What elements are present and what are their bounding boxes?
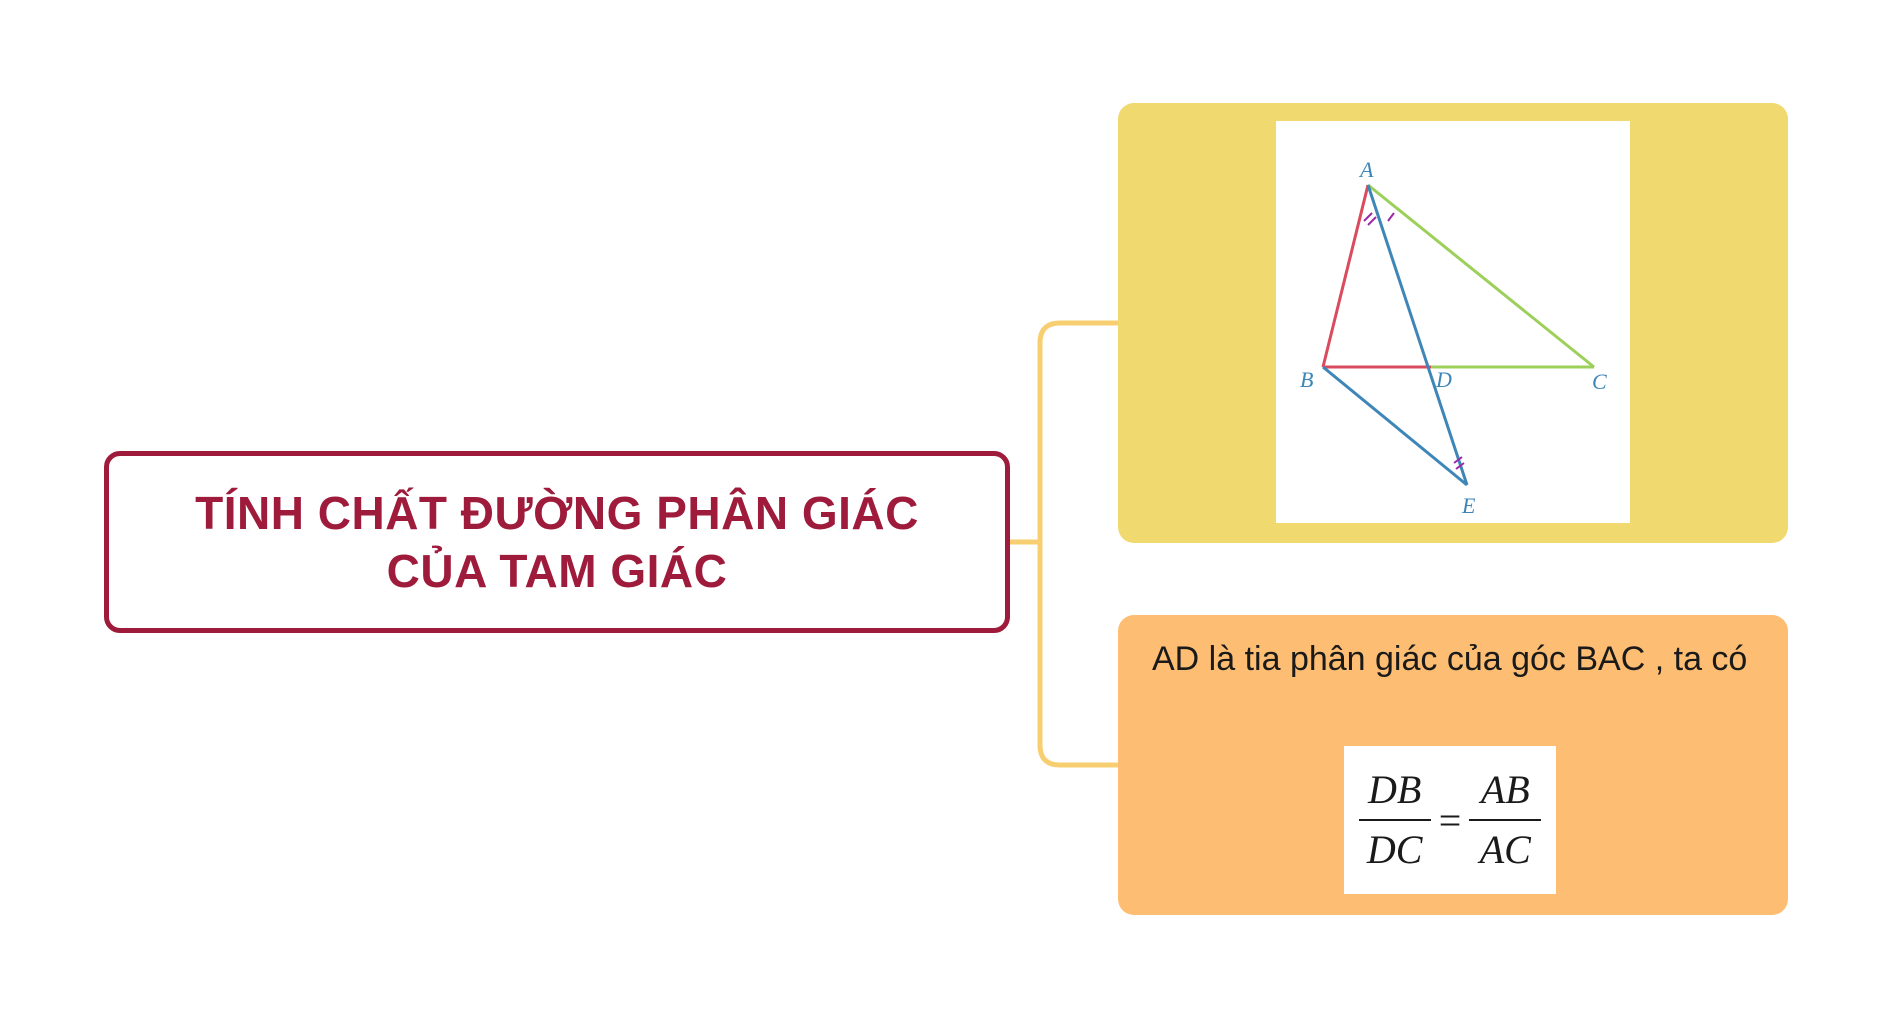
label-c: C (1592, 369, 1607, 394)
segment-ac (1367, 183, 1595, 369)
connector-to-figure (1037, 320, 1118, 542)
fraction-ab-ac: AB AC (1469, 767, 1542, 873)
triangle-figure: A B D C E (1276, 121, 1630, 523)
segment-ab (1321, 184, 1370, 368)
label-d: D (1435, 367, 1452, 392)
formula-card[interactable]: AD là tia phân giác của góc BAC , ta có … (1118, 615, 1788, 915)
fraction-bar-right (1469, 819, 1542, 821)
formula-statement: AD là tia phân giác của góc BAC , ta có (1152, 640, 1748, 678)
equals-sign: = (1438, 797, 1462, 843)
denominator-ac: AC (1479, 827, 1531, 872)
label-e: E (1461, 493, 1476, 518)
numerator-db: DB (1368, 767, 1422, 812)
root-node[interactable]: TÍNH CHẤT ĐƯỜNG PHÂN GIÁC CỦA TAM GIÁC (104, 451, 1010, 633)
label-b: B (1300, 367, 1313, 392)
connector-to-formula (1037, 542, 1118, 768)
angle-mark-e (1453, 456, 1465, 470)
label-a: A (1358, 157, 1374, 182)
segment-be (1322, 365, 1468, 487)
figure-card[interactable]: A B D C E (1118, 103, 1788, 543)
denominator-dc: DC (1366, 827, 1423, 872)
segment-ae (1366, 184, 1469, 486)
ratio-formula: DB DC = AB AC (1344, 746, 1556, 894)
root-title: TÍNH CHẤT ĐƯỜNG PHÂN GIÁC CỦA TAM GIÁC (195, 487, 919, 597)
fraction-bar-left (1358, 819, 1431, 821)
angle-mark-bad (1363, 212, 1377, 226)
angle-mark-dac (1387, 212, 1395, 222)
numerator-ab: AB (1480, 767, 1530, 812)
triangle-diagram: A B D C E (1300, 157, 1607, 518)
fraction-db-dc: DB DC (1358, 767, 1431, 873)
